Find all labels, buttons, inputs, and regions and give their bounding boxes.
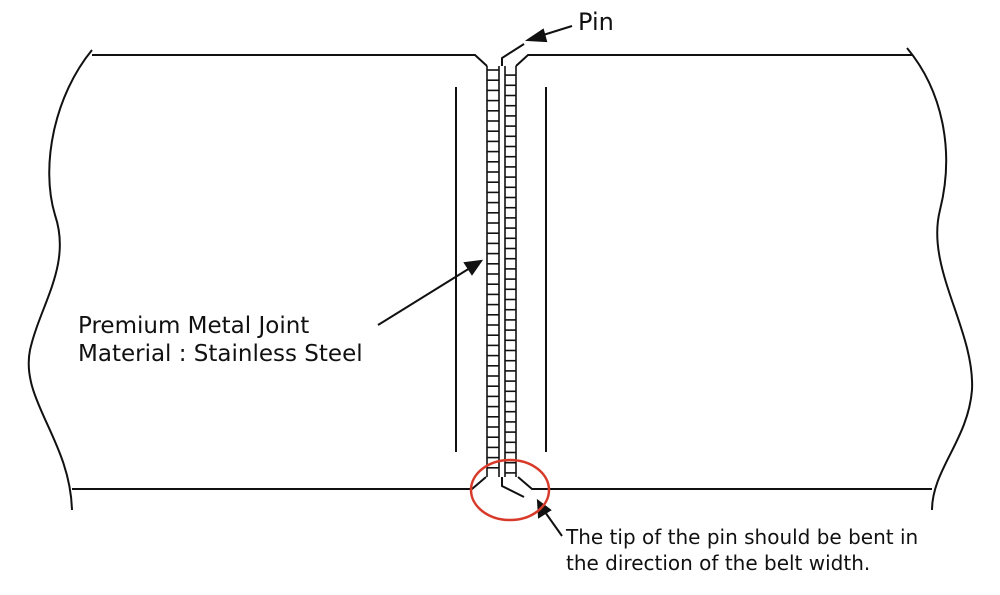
pin-leader-line xyxy=(539,25,573,37)
pin-leader-arrowhead xyxy=(524,28,548,43)
pin-tip-note-line1: The tip of the pin should be bent in xyxy=(566,525,919,549)
leader-arrows xyxy=(377,25,573,537)
belt-top-edge-right xyxy=(515,54,912,67)
joint-leader-line xyxy=(377,267,471,326)
pin-bottom-end xyxy=(501,477,525,498)
belt-bottom-edge-right xyxy=(517,476,932,490)
belt-top-edge-left xyxy=(92,54,488,67)
belt-left-torn-edge xyxy=(27,49,93,511)
belt-bottom-edge-left xyxy=(72,476,487,490)
metal-joint-label-line1: Premium Metal Joint xyxy=(78,313,310,339)
pin-tip-highlight-circle xyxy=(469,458,551,522)
pin-label: Pin xyxy=(578,8,614,36)
metal-joint-label: Premium Metal Joint Material : Stainless… xyxy=(78,312,363,368)
belt-outline xyxy=(27,47,974,511)
belt-right-torn-edge xyxy=(906,47,974,511)
joint-leader-arrowhead xyxy=(463,259,484,276)
joint-guide-lines xyxy=(455,87,547,452)
metal-joint-label-line2: Material : Stainless Steel xyxy=(78,341,363,367)
note-leader-line xyxy=(544,511,563,537)
pin-top-end xyxy=(501,43,525,66)
pin-tip-note-line2: the direction of the belt width. xyxy=(566,551,871,575)
metal-joint xyxy=(486,66,517,477)
pin-tip-bent xyxy=(501,43,525,498)
pin-tip-note: The tip of the pin should be bent in the… xyxy=(566,524,918,576)
